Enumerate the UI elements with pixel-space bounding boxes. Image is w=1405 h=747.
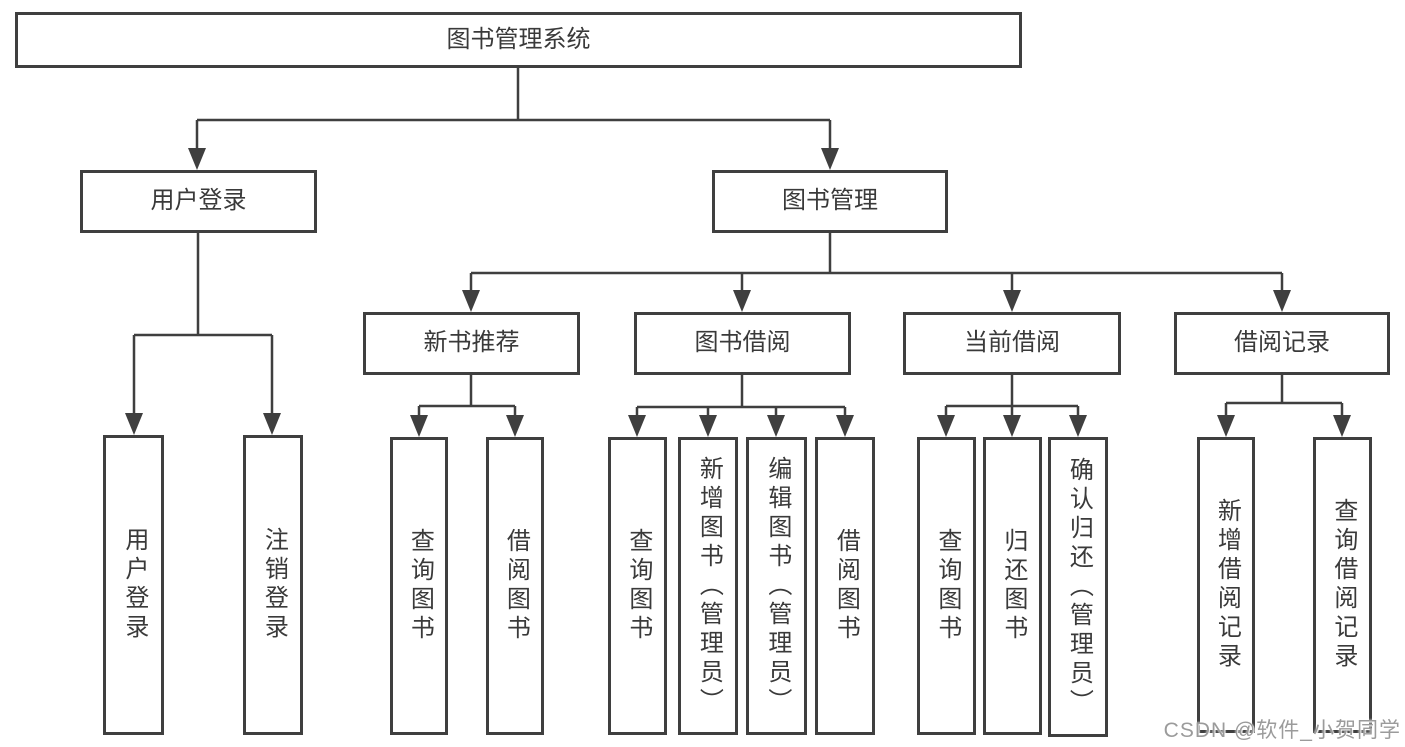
node-book-borrow: 图书借阅: [634, 312, 851, 375]
arrow-down-icon: [188, 148, 206, 170]
arrowhead-group: [125, 148, 1351, 437]
arrow-down-icon: [125, 413, 143, 435]
node-leaf-query-book-recommend: 查询图书: [390, 437, 448, 735]
node-book-management: 图书管理: [712, 170, 948, 233]
arrow-down-icon: [263, 413, 281, 435]
arrow-down-icon: [1273, 290, 1291, 312]
watermark: CSDN @软件_小贺同学: [1163, 719, 1401, 742]
node-leaf-logout: 注销登录: [243, 435, 303, 735]
arrow-down-icon: [1333, 415, 1351, 437]
node-leaf-query-borrow-record: 查询借阅记录: [1313, 437, 1372, 733]
node-leaf-borrow-book: 借阅图书: [815, 437, 875, 735]
arrow-down-icon: [1217, 415, 1235, 437]
arrow-down-icon: [410, 415, 428, 437]
node-leaf-add-book-admin: 新增图书（管理员）: [678, 437, 738, 735]
arrow-down-icon: [1003, 290, 1021, 312]
node-leaf-user-login: 用户登录: [103, 435, 164, 735]
arrow-down-icon: [767, 415, 785, 437]
node-current-borrow: 当前借阅: [903, 312, 1121, 375]
arrow-down-icon: [1003, 415, 1021, 437]
node-leaf-return-book: 归还图书: [983, 437, 1042, 735]
node-leaf-confirm-return-admin: 确认归还（管理员）: [1048, 437, 1108, 737]
node-user-login: 用户登录: [80, 170, 317, 233]
arrow-down-icon: [506, 415, 524, 437]
arrow-down-icon: [821, 148, 839, 170]
node-borrow-records: 借阅记录: [1174, 312, 1390, 375]
node-leaf-borrow-book-recommend: 借阅图书: [486, 437, 544, 735]
node-leaf-query-book-current: 查询图书: [917, 437, 976, 735]
arrow-down-icon: [699, 415, 717, 437]
arrow-down-icon: [462, 290, 480, 312]
node-new-book-recommend: 新书推荐: [363, 312, 580, 375]
arrow-down-icon: [733, 290, 751, 312]
arrow-down-icon: [628, 415, 646, 437]
arrow-down-icon: [836, 415, 854, 437]
node-leaf-edit-book-admin: 编辑图书（管理员）: [746, 437, 807, 735]
node-leaf-query-book-borrow: 查询图书: [608, 437, 667, 735]
node-leaf-add-borrow-record: 新增借阅记录: [1197, 437, 1255, 733]
arrow-down-icon: [1069, 415, 1087, 437]
arrow-down-icon: [937, 415, 955, 437]
node-library-management-system: 图书管理系统: [15, 12, 1022, 68]
